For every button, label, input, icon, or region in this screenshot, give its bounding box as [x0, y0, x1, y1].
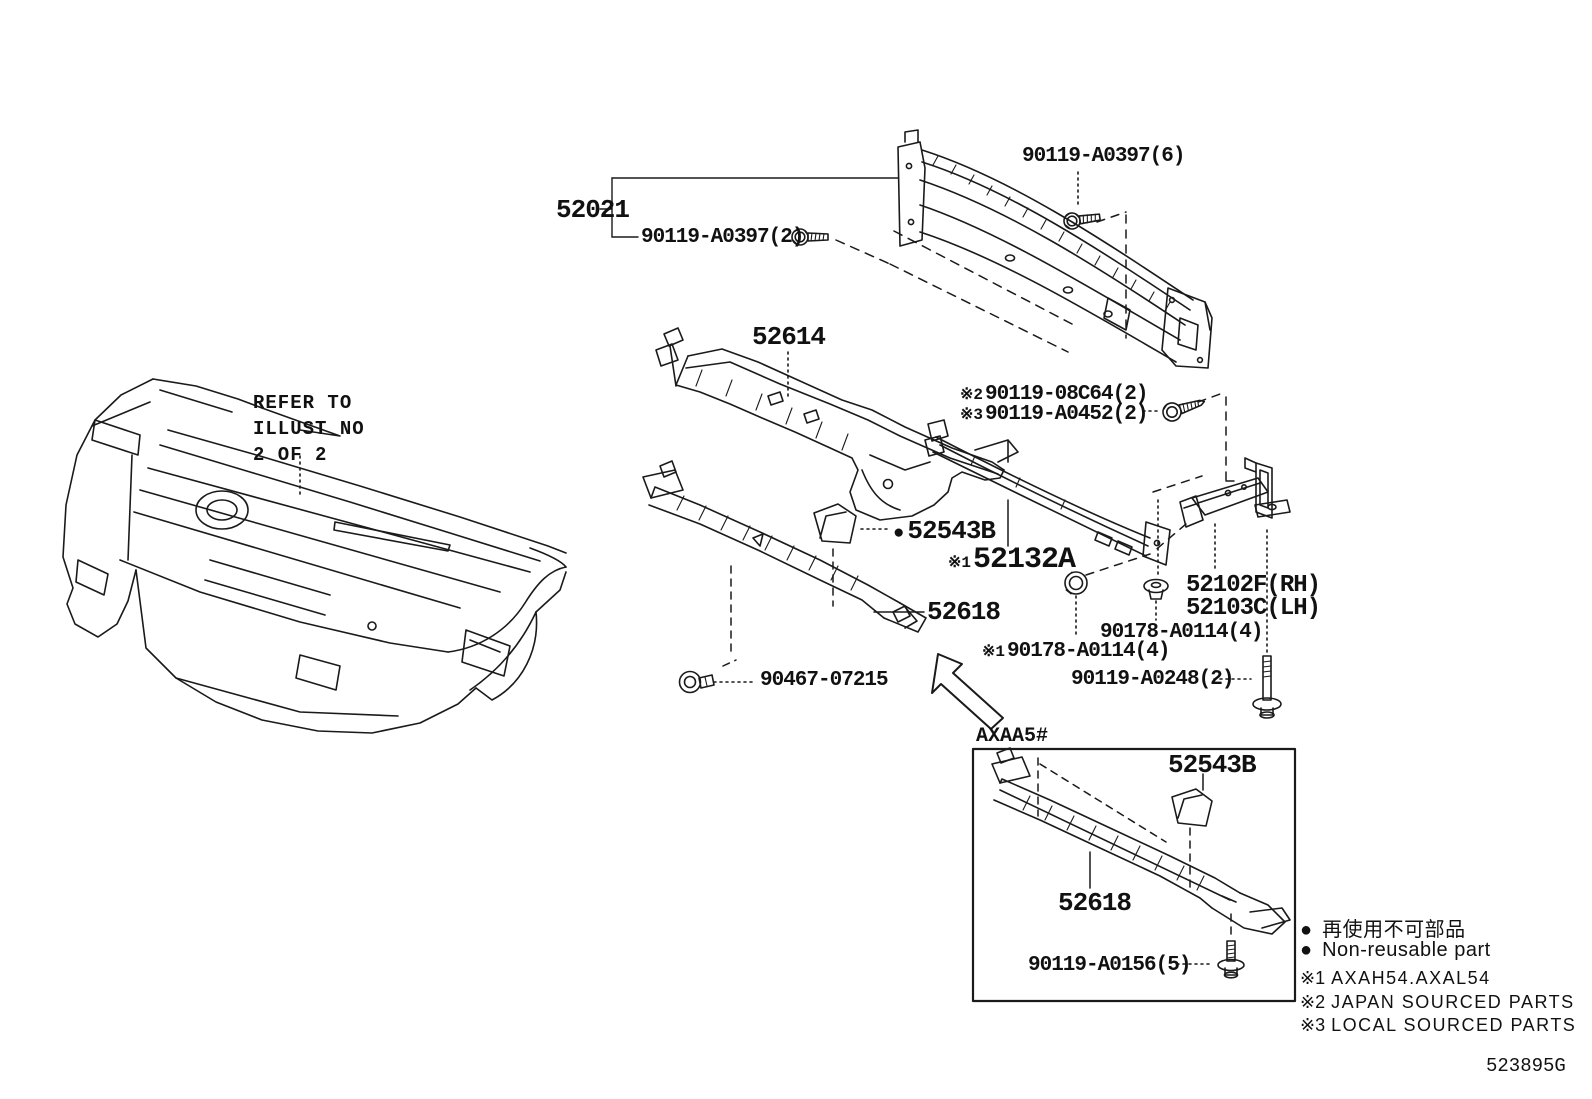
- inset-screw-90119-a0156-icon: [1217, 940, 1245, 979]
- pad-52543b-drawing: [813, 503, 857, 544]
- callout-90119-a0397-6: 90119-A0397(6): [1022, 145, 1185, 168]
- callout-52021: 52021: [556, 195, 630, 225]
- legend-note-2: ※2 JAPAN SOURCED PARTS: [1300, 992, 1575, 1012]
- lower-reinforcement-drawing: [924, 419, 1171, 566]
- dotted-leaders-bracket: [1157, 499, 1268, 654]
- inset-callout-52618: 52618: [1058, 888, 1132, 918]
- refer-note-line-3: 2 OF 2: [253, 444, 328, 466]
- dashed-leaders-top: [835, 230, 1073, 353]
- reference-mark: ※1: [948, 554, 972, 572]
- inset-box: [971, 747, 1297, 1003]
- reference-mark: ※1: [982, 643, 1006, 661]
- reference-mark: ※3: [960, 406, 984, 424]
- legend-nonreusable-en: ● Non-reusable part: [1300, 939, 1491, 961]
- inset-model-code: AXAA5#: [976, 725, 1049, 748]
- callout-90119-a0397-2: 90119-A0397(2): [641, 226, 804, 249]
- inset-callout-52543b: 52543B: [1168, 750, 1257, 780]
- callout-52103c-lh: 52103C(LH): [1186, 595, 1321, 622]
- refer-note-line-1: REFER TO: [253, 392, 353, 414]
- non-reusable-bullet-icon: ●: [1300, 919, 1313, 941]
- view-direction-arrow: [931, 653, 1004, 730]
- bracket-52102f-drawing: [1179, 457, 1291, 528]
- callout-52102f-rh: 52102F(RH): [1186, 572, 1321, 599]
- callout-90178-a0114-x1: ※1 90178-A0114(4): [982, 640, 1170, 663]
- callout-90119-08c64: ※2 90119-08C64(2): [960, 383, 1148, 406]
- screw-90119-08c64-icon: [1159, 392, 1208, 425]
- callout-leader-lines-52021: [599, 177, 899, 238]
- non-reusable-bullet-icon: ●: [893, 522, 905, 544]
- dashed-leaders-a0397-6: [1096, 211, 1127, 339]
- figure-code: 523895G: [1486, 1055, 1566, 1077]
- dashed-leader-clip: [722, 565, 737, 667]
- callout-90119-a0248: 90119-A0248(2): [1071, 668, 1234, 691]
- non-reusable-bullet-icon: ●: [1300, 939, 1313, 961]
- callout-90178-a0114: 90178-A0114(4): [1100, 621, 1263, 644]
- legend-note-3: ※3 LOCAL SOURCED PARTS: [1300, 1015, 1577, 1035]
- clip-90467-07215-icon: [678, 670, 715, 694]
- nut-90178-a0114-icon: [1064, 571, 1088, 595]
- inset-pad-52543b-drawing: [1171, 788, 1213, 827]
- reference-mark: ※1: [1300, 968, 1326, 988]
- legend-note-1: ※1 AXAH54.AXAL54: [1300, 968, 1491, 988]
- inset-callout-90119-a0156: 90119-A0156(5): [1028, 954, 1191, 977]
- legend-nonreusable-jp: ● 再使用不可部品: [1300, 919, 1466, 941]
- front-bumper-drawing: [62, 378, 567, 734]
- callout-52543b: ● 52543B: [893, 516, 996, 546]
- lower-cover-drawing: [642, 460, 927, 633]
- dashed-leaders-08c64: [1197, 392, 1242, 482]
- grommet-90178-a0114-icon: [1143, 578, 1169, 600]
- reference-mark: ※3: [1300, 1015, 1326, 1035]
- callout-52614: 52614: [752, 322, 826, 352]
- bumper-reinforcement-drawing: [897, 129, 1213, 369]
- refer-note: REFER TO ILLUST NO 2 OF 2: [253, 390, 365, 468]
- reference-mark: ※2: [960, 386, 984, 404]
- callout-52618: 52618: [927, 597, 1001, 627]
- inset-under-cover-drawing: [991, 747, 1291, 935]
- inset-dashed-leaders: [1037, 757, 1232, 940]
- reference-mark: ※2: [1300, 992, 1326, 1012]
- inset-solid-leaders: [1089, 773, 1204, 889]
- callout-90119-a0452: ※3 90119-A0452(2): [960, 403, 1148, 426]
- refer-note-line-2: ILLUST NO: [253, 418, 365, 440]
- callout-52132a: ※1 52132A: [948, 543, 1076, 577]
- bolt-90119-a0248-icon: [1252, 655, 1282, 719]
- callout-90467-07215: 90467-07215: [760, 669, 889, 692]
